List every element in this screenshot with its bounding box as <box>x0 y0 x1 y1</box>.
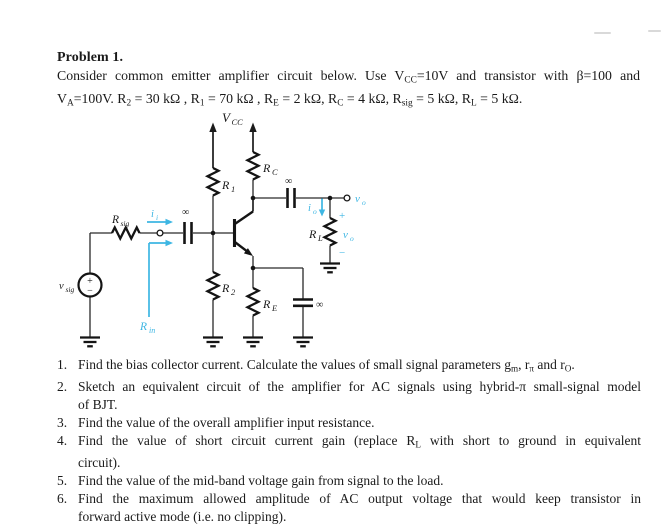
ground-rl <box>320 264 340 273</box>
input-node-circle <box>157 230 163 236</box>
svg-text:2: 2 <box>231 287 236 297</box>
question-number: 3. <box>57 414 67 432</box>
svg-text:sig: sig <box>66 285 75 294</box>
ground-vsig <box>80 338 100 347</box>
vsig-source: + − <box>79 274 102 297</box>
input-coupling-capacitor <box>185 222 192 244</box>
vo-load-label: v o <box>343 229 354 243</box>
vo-plus-sign: + <box>339 210 345 222</box>
question-text: Find the maximum allowed amplitude of AC… <box>78 490 641 508</box>
question-1: 1. Find the bias collector current. Calc… <box>57 356 641 378</box>
svg-text:o: o <box>313 207 317 216</box>
question-4: 4. Find the value of short circuit curre… <box>57 432 641 472</box>
svg-text:v: v <box>59 281 64 292</box>
rin-label: R in <box>139 321 155 335</box>
rc-label: R C <box>262 161 278 177</box>
rl-label: R L <box>308 227 323 243</box>
svg-text:i: i <box>151 209 154 220</box>
vsig-label: v sig <box>59 281 75 294</box>
question-number: 2. <box>57 378 67 396</box>
svg-text:R: R <box>262 161 271 175</box>
ii-label: i i <box>151 209 158 222</box>
rl-resistor <box>325 218 336 246</box>
svg-text:in: in <box>149 326 155 335</box>
bjt-transistor <box>235 198 254 256</box>
output-current-arrow <box>319 199 325 217</box>
question-number: 5. <box>57 472 67 490</box>
svg-text:R: R <box>262 297 271 311</box>
svg-text:R: R <box>221 178 230 192</box>
scan-artifact <box>594 32 611 34</box>
question-3: 3. Find the value of the overall amplifi… <box>57 414 641 432</box>
question-text: Find the value of the mid-band voltage g… <box>78 472 641 490</box>
svg-text:sig: sig <box>121 219 130 228</box>
svg-text:R: R <box>221 281 230 295</box>
rin-bracket-arrow <box>149 240 173 317</box>
ground-bypass <box>293 338 313 347</box>
svg-text:E: E <box>271 303 278 313</box>
svg-text:1: 1 <box>231 184 235 194</box>
intro-line-1: Consider common emitter amplifier circui… <box>57 67 640 90</box>
rsig-label: R sig <box>111 214 130 228</box>
io-label: i o <box>308 203 317 216</box>
source-minus-sign: − <box>87 286 93 297</box>
vo-terminal-label: v o <box>355 193 366 207</box>
question-number: 6. <box>57 490 67 508</box>
question-5: 5. Find the value of the mid-band voltag… <box>57 472 641 490</box>
question-text: Find the value of the overall amplifier … <box>78 414 641 432</box>
svg-text:V: V <box>222 110 232 125</box>
r2-resistor <box>208 272 219 300</box>
svg-text:i: i <box>156 213 158 222</box>
infinity-output-cap: ∞ <box>285 176 292 187</box>
r1-resistor <box>208 168 219 196</box>
problem-title: Problem 1. <box>57 49 640 67</box>
ground-r2 <box>203 338 223 347</box>
svg-text:C: C <box>272 167 278 177</box>
rsig-resistor <box>112 228 140 239</box>
ground-re <box>243 338 263 347</box>
infinity-input-cap: ∞ <box>182 207 189 218</box>
infinity-bypass-cap: ∞ <box>316 300 323 311</box>
bypass-capacitor <box>293 300 313 306</box>
problem-header: Problem 1. Consider common emitter ampli… <box>57 49 640 113</box>
svg-text:o: o <box>362 198 366 207</box>
question-6: 6. Find the maximum allowed amplitude of… <box>57 490 641 525</box>
question-text: of BJT. <box>78 396 641 414</box>
scan-artifact <box>648 30 661 32</box>
question-text: forward active mode (i.e. no clipping). <box>78 508 641 525</box>
re-resistor <box>248 288 259 316</box>
rc-resistor <box>248 152 259 180</box>
r1-label: R 1 <box>221 178 235 194</box>
capacitors <box>185 188 314 306</box>
output-terminal-circle <box>344 195 350 201</box>
vo-minus-sign: − <box>339 247 345 259</box>
r2-label: R 2 <box>221 281 236 297</box>
output-coupling-capacitor <box>288 188 295 208</box>
question-text: circuit). <box>78 454 641 472</box>
svg-text:i: i <box>308 203 311 214</box>
svg-text:CC: CC <box>232 117 244 127</box>
svg-text:L: L <box>317 233 323 243</box>
question-list: 1. Find the bias collector current. Calc… <box>57 356 641 525</box>
question-text: Sketch an equivalent circuit of the ampl… <box>78 378 641 396</box>
svg-text:o: o <box>350 234 354 243</box>
svg-text:v: v <box>355 193 360 205</box>
amplifier-circuit-diagram: + − <box>40 106 380 356</box>
question-text: Find the bias collector current. Calcula… <box>78 356 641 378</box>
svg-text:R: R <box>139 321 147 333</box>
re-label: R E <box>262 297 278 313</box>
svg-text:R: R <box>111 214 119 226</box>
svg-text:v: v <box>343 229 348 241</box>
question-2: 2. Sketch an equivalent circuit of the a… <box>57 378 641 414</box>
question-number: 1. <box>57 356 67 374</box>
question-text: Find the value of short circuit current … <box>78 432 641 454</box>
vcc-label: V CC <box>222 110 243 127</box>
question-number: 4. <box>57 432 67 450</box>
svg-text:R: R <box>308 227 317 241</box>
